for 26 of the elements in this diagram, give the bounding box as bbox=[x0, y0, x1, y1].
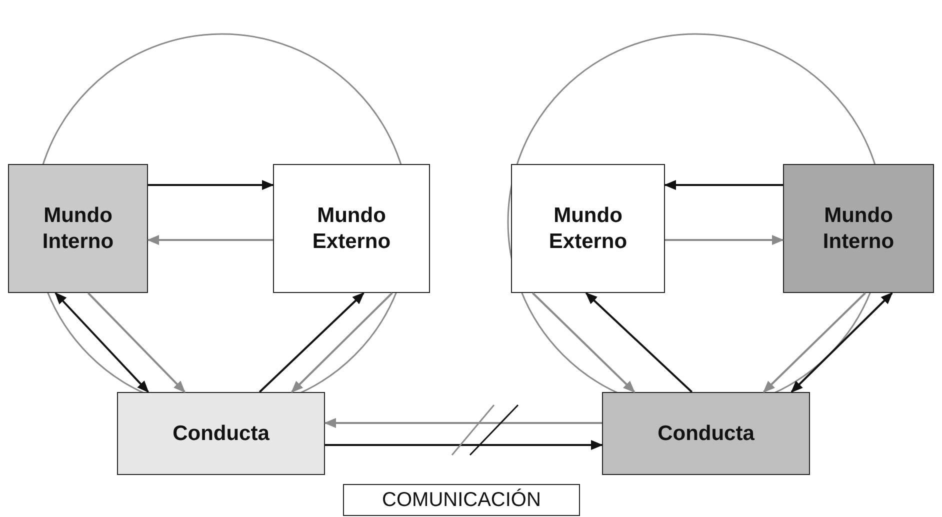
text-box bbox=[117, 392, 325, 475]
box-label: Mundo Externo bbox=[548, 203, 628, 254]
arrow bbox=[147, 235, 273, 245]
text-box bbox=[343, 484, 580, 516]
text-box bbox=[783, 164, 934, 293]
arrow bbox=[585, 292, 693, 393]
box-label: Mundo Externo bbox=[311, 203, 392, 254]
text-box bbox=[273, 164, 430, 293]
arrow bbox=[664, 180, 783, 190]
box-label: Mundo Interno bbox=[822, 203, 896, 254]
box-label: Mundo Interno bbox=[41, 203, 115, 254]
text-box bbox=[602, 392, 810, 475]
arrow bbox=[790, 292, 893, 393]
arrow bbox=[324, 418, 602, 428]
arrow bbox=[762, 292, 866, 393]
arrow bbox=[325, 440, 603, 450]
arrow bbox=[87, 292, 186, 393]
arrow bbox=[54, 292, 149, 393]
arrow bbox=[665, 235, 784, 245]
arrow bbox=[258, 292, 364, 393]
box-label: Conducta bbox=[658, 420, 754, 446]
text-box bbox=[511, 164, 665, 293]
box-label: Conducta bbox=[172, 420, 270, 446]
text-box bbox=[8, 164, 148, 293]
arrow bbox=[148, 180, 274, 190]
box-label: COMUNICACIÓN bbox=[382, 488, 541, 512]
